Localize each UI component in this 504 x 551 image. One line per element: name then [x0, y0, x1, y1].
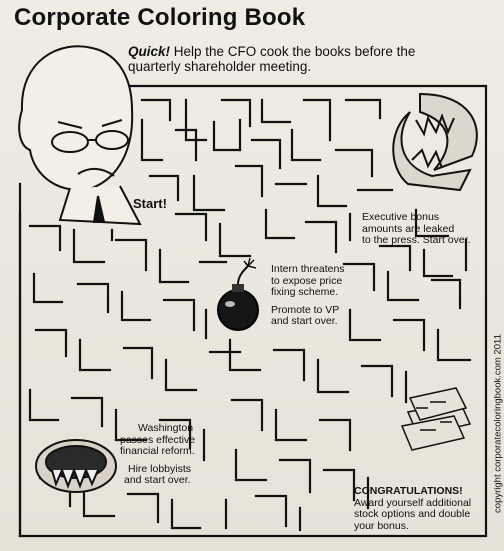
- win-caption: CONGRATULATIONS! Award yourself addition…: [354, 485, 472, 532]
- copyright-text: copyright corporatecoloringbook.com 2011: [492, 334, 504, 513]
- maze-walls: [18, 84, 488, 538]
- start-label: Start!: [133, 196, 167, 211]
- caption-title: CONGRATULATIONS!: [354, 485, 463, 497]
- caption-line: Executive bonus: [362, 211, 440, 223]
- caption-line: Intern threatens: [271, 263, 345, 275]
- caption-line: Award yourself additional: [354, 496, 472, 509]
- bomb-illustration: [217, 257, 259, 331]
- caption-line: stock options and double: [354, 508, 471, 520]
- intro-emphasis: Quick!: [128, 44, 171, 59]
- copyright-note: copyright corporatecoloringbook.com 2011: [488, 318, 504, 538]
- trap-caption: Executive bonus amounts are leaked to th…: [362, 211, 471, 247]
- bear-trap-illustration: [392, 92, 478, 192]
- cfo-illustration: [18, 45, 142, 226]
- bomb-caption: Intern threatens to expose price fixing …: [271, 263, 345, 328]
- caption-line: Hire lobbyists: [128, 462, 192, 475]
- caption-line: Washington: [138, 422, 194, 434]
- caption-line: and start over.: [124, 474, 191, 486]
- caption-line: your bonus.: [354, 519, 409, 532]
- intro-text: Quick! Help the CFO cook the books befor…: [128, 44, 468, 74]
- caption-line: and start over.: [271, 315, 338, 327]
- caption-line: passes effective: [120, 433, 196, 446]
- caption-line: Promote to VP: [271, 303, 340, 316]
- caption-line: amounts are leaked: [362, 222, 455, 235]
- pit-caption: Washington passes effective financial re…: [120, 422, 196, 487]
- caption-line: to the press. Start over.: [362, 234, 471, 246]
- caption-line: fixing scheme.: [271, 286, 339, 298]
- pit-illustration: [35, 439, 117, 493]
- caption-line: financial reform.: [120, 445, 195, 457]
- money-stack-illustration: [400, 387, 472, 451]
- intro-body: Help the CFO cook the books before the q…: [128, 44, 416, 74]
- page-title: Corporate Coloring Book: [14, 4, 306, 31]
- caption-line: to expose price: [271, 274, 343, 287]
